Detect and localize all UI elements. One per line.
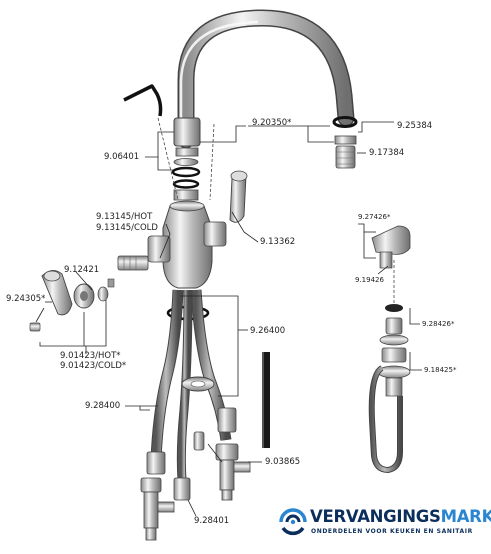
brand-logo: VERVANGINGSMARKT ONDERDELEN VOOR KEUKEN … bbox=[277, 504, 491, 544]
label-9-01423-cold: 9.01423/COLD* bbox=[60, 361, 127, 371]
label-9-13145-cold: 9.13145/COLD bbox=[96, 223, 158, 233]
label-9-20350: 9.20350* bbox=[252, 118, 292, 128]
label-9-28401: 9.28401 bbox=[194, 516, 230, 526]
label-9-06401: 9.06401 bbox=[104, 152, 140, 162]
stop-valve-right bbox=[215, 443, 251, 501]
label-9-28426: 9.28426* bbox=[422, 320, 455, 328]
right-lever-handle bbox=[229, 170, 248, 223]
left-cartridge bbox=[107, 255, 149, 288]
label-9-17384: 9.17384 bbox=[369, 148, 405, 158]
label-9-19426: 9.19426 bbox=[355, 276, 384, 284]
mounting-rod bbox=[262, 352, 270, 448]
leader-lines bbox=[35, 121, 422, 517]
label-9-03865: 9.03865 bbox=[265, 457, 301, 467]
label-9-25384: 9.25384 bbox=[397, 121, 433, 131]
label-9-26400: 9.26400 bbox=[250, 326, 286, 336]
side-spray-base bbox=[377, 304, 411, 397]
brand-tagline: ONDERDELEN VOOR KEUKEN EN SANITAIR bbox=[311, 528, 473, 535]
brand-name-part1: VERVANGINGS bbox=[310, 507, 441, 526]
spout-seals bbox=[171, 158, 201, 201]
label-9-18425: 9.18425* bbox=[424, 366, 457, 374]
left-lever-handle bbox=[29, 270, 109, 332]
label-9-24305: 9.24305* bbox=[6, 294, 46, 304]
label-9-01423-hot: 9.01423/HOT* bbox=[60, 351, 121, 361]
brand-logo-icon bbox=[279, 508, 307, 536]
label-9-28400: 9.28400 bbox=[85, 401, 121, 411]
allen-key bbox=[123, 84, 163, 117]
label-9-13362: 9.13362 bbox=[260, 237, 296, 247]
label-9-13145-hot: 9.13145/HOT bbox=[96, 212, 153, 222]
spout bbox=[173, 9, 355, 157]
brand-name-part2: MARKT bbox=[440, 507, 491, 526]
side-spray-hose bbox=[368, 365, 403, 474]
assembly-guides bbox=[157, 117, 215, 201]
brand-name: VERVANGINGSMARKT bbox=[310, 507, 491, 526]
label-9-12421: 9.12421 bbox=[64, 265, 100, 275]
small-connector bbox=[193, 431, 205, 451]
faucet-body bbox=[147, 200, 227, 289]
side-spray-head bbox=[371, 225, 411, 269]
stop-valve-left bbox=[140, 477, 175, 541]
supply-hoses bbox=[146, 289, 237, 501]
label-9-27426: 9.27426* bbox=[358, 213, 391, 221]
aerator-assembly bbox=[332, 116, 358, 169]
